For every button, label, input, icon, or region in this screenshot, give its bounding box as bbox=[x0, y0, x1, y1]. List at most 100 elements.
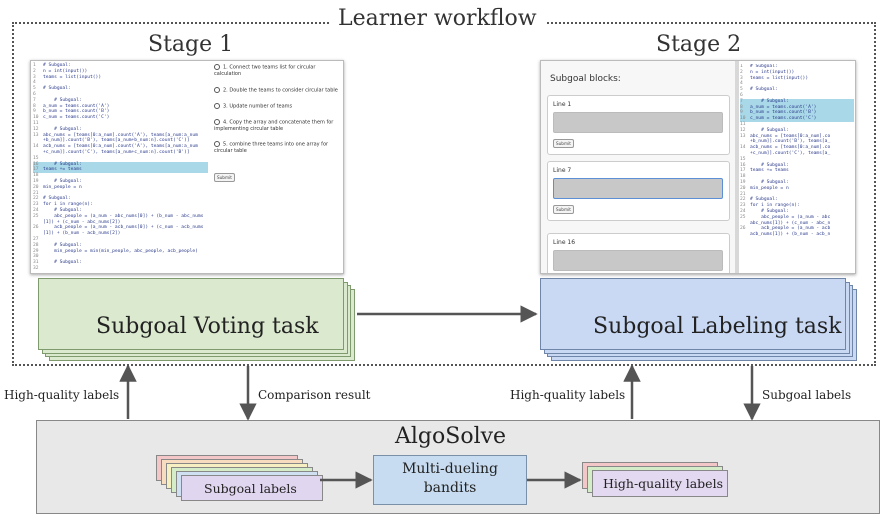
code-text: min_people = n bbox=[750, 185, 789, 191]
stage1-code-line: 6 bbox=[33, 92, 208, 98]
stage2-code-line: 25 abc_people = (a_num - abc bbox=[740, 215, 854, 221]
subgoal-block-submit-button[interactable]: Submit bbox=[553, 205, 574, 214]
code-text: # Subgoal: bbox=[43, 178, 82, 184]
edge-label-voting-up: High-quality labels bbox=[4, 388, 120, 402]
code-text: # Subgoal: bbox=[43, 242, 82, 248]
line-number: 12 bbox=[33, 126, 39, 132]
line-number: 17 bbox=[33, 167, 39, 173]
line-number: 21 bbox=[33, 190, 39, 196]
radio-icon[interactable] bbox=[214, 64, 220, 70]
line-number: 13 bbox=[33, 132, 39, 138]
code-text: # Subgoal: bbox=[43, 86, 71, 92]
line-number: 4 bbox=[33, 80, 36, 86]
code-text: acb_nums = [teams[0:a_num].co bbox=[750, 145, 831, 151]
subgoal-label-input[interactable] bbox=[553, 112, 723, 133]
code-text: # Subgoal: bbox=[43, 63, 71, 68]
stage1-code-line: 29 min_people = min(min_people, abc_peop… bbox=[33, 249, 208, 255]
code-text: # Subgoal: bbox=[750, 127, 789, 133]
line-number: 10 bbox=[740, 116, 746, 122]
line-number: 25 bbox=[33, 213, 39, 219]
stage1-code-line: 15 bbox=[33, 156, 208, 162]
code-text: abc_nums = [teams[0:a_num].count('A'), t… bbox=[43, 132, 198, 138]
line-number: 7 bbox=[740, 98, 743, 104]
code-text: min_people = n bbox=[43, 184, 82, 190]
code-text: teams += teams bbox=[750, 168, 789, 174]
stage1-code-line: 12 # Subgoal: bbox=[33, 127, 208, 133]
code-text: b_num = teams.count('B') bbox=[43, 109, 110, 115]
edge-label-labeling-up: High-quality labels bbox=[510, 388, 626, 402]
stage1-code-line: 13 abc_nums = [teams[0:a_num].count('A'),… bbox=[33, 133, 208, 139]
algosolve-title: AlgoSolve bbox=[395, 424, 507, 449]
code-text: b_num = teams.count('B') bbox=[750, 110, 817, 116]
stage2-code-line: 4 bbox=[740, 81, 854, 87]
line-number: 18 bbox=[33, 173, 39, 179]
subgoal-option[interactable]: 2. Double the teams to consider circular… bbox=[214, 86, 340, 94]
subgoal-block-line-label: Line 1 bbox=[553, 101, 572, 108]
line-number: 11 bbox=[740, 121, 746, 127]
line-number: 20 bbox=[33, 184, 39, 190]
stage2-code-line: 19 # Subgoal: bbox=[740, 180, 854, 186]
subgoal-blocks-heading: Subgoal blocks: bbox=[550, 74, 621, 84]
submit-button[interactable]: Submit bbox=[214, 172, 235, 182]
code-text: a_num = teams.count('A') bbox=[750, 104, 817, 110]
high-quality-labels-card bbox=[592, 470, 728, 497]
subgoal-option-label: 2. Double the teams to consider circular… bbox=[223, 87, 338, 93]
line-number: 25 bbox=[740, 214, 746, 220]
stage1-code-line: 30 bbox=[33, 254, 208, 260]
subgoal-option-label: 3. Update number of teams bbox=[223, 103, 293, 109]
line-number: 8 bbox=[740, 104, 743, 110]
stage1-code-line: [1]) + (b_num - acb_nums[2]) bbox=[33, 231, 208, 237]
stage1-code-line: 27 bbox=[33, 237, 208, 243]
stage1-code-line: 21 bbox=[33, 191, 208, 197]
line-number: 11 bbox=[33, 120, 39, 126]
stage1-code-line: 32 bbox=[33, 266, 208, 272]
code-text: # Subgoal: bbox=[43, 196, 71, 202]
code-text: n = int(input()) bbox=[750, 69, 795, 75]
line-number: 16 bbox=[740, 162, 746, 168]
subgoal-option[interactable]: 4. Copy the array and concatenate them f… bbox=[214, 118, 340, 133]
stage1-code-line: 16 # Subgoal: bbox=[33, 161, 208, 168]
radio-icon[interactable] bbox=[214, 118, 220, 125]
radio-icon[interactable] bbox=[214, 102, 220, 109]
subgoal-label-input[interactable] bbox=[553, 250, 723, 271]
line-number: 22 bbox=[740, 197, 746, 203]
stage2-code-line: 7 # Subgoal: bbox=[740, 98, 854, 105]
subgoal-label-input[interactable] bbox=[553, 178, 723, 199]
line-number: 31 bbox=[33, 260, 39, 266]
stage1-code-line: 7 # Subgoal: bbox=[33, 98, 208, 104]
scrollbar[interactable] bbox=[735, 61, 739, 273]
subgoal-block: Line 16 bbox=[547, 233, 730, 273]
code-text: teams = list(input()) bbox=[750, 75, 809, 81]
stage2-code-line: 22# Subgoal: bbox=[740, 197, 854, 203]
subgoal-option[interactable]: 1. Connect two teams list for circular c… bbox=[214, 64, 340, 78]
subgoal-option[interactable]: 5. combine three teams into one array fo… bbox=[214, 141, 340, 155]
code-text: n = int(input()) bbox=[43, 68, 88, 74]
subgoal-block-line-label: Line 7 bbox=[553, 167, 572, 174]
line-number: 14 bbox=[33, 144, 39, 150]
line-number: 6 bbox=[740, 92, 743, 98]
code-text: +b_num]].count('B'), teams[a_ bbox=[750, 139, 831, 145]
multi-dueling-bandits-box bbox=[373, 455, 527, 505]
subgoal-block-submit-button[interactable]: Submit bbox=[553, 139, 574, 148]
radio-icon[interactable] bbox=[214, 86, 220, 93]
line-number: 8 bbox=[33, 103, 36, 109]
stage1-code-line: 22# Subgoal: bbox=[33, 196, 208, 202]
line-number: 12 bbox=[740, 127, 746, 133]
line-number: 9 bbox=[740, 110, 743, 116]
line-number: 1 bbox=[740, 64, 743, 69]
line-number: 5 bbox=[33, 86, 36, 92]
stage1-title: Stage 1 bbox=[148, 32, 234, 57]
stage1-code-line: 19 # Subgoal: bbox=[33, 179, 208, 185]
subgoal-option[interactable]: 3. Update number of teams bbox=[214, 102, 340, 110]
code-text: acb_nums[1]) + (b_num - acb_n bbox=[750, 232, 831, 238]
code-text: a_num = teams.count('A') bbox=[43, 103, 110, 109]
code-text: +c_num]].count('C'), teams[a_num+c_num:n… bbox=[43, 149, 190, 155]
radio-icon[interactable] bbox=[214, 141, 220, 147]
line-number: 6 bbox=[33, 91, 36, 97]
stage1-code-line: 18 bbox=[33, 173, 208, 179]
